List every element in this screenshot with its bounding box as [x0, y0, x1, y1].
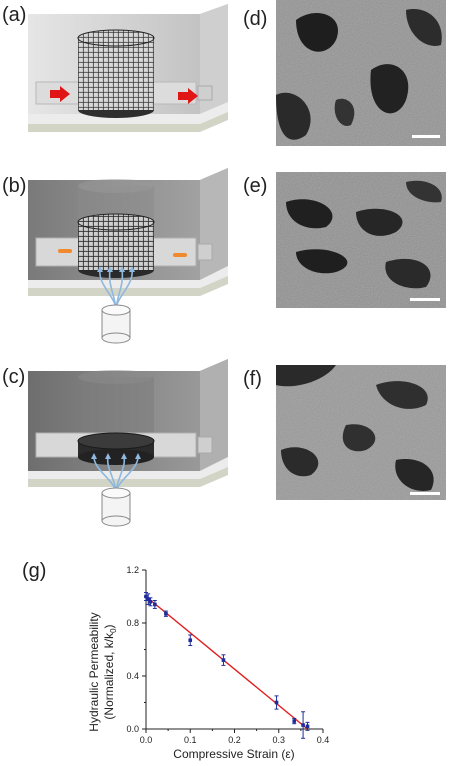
panel-label-f: (f) [243, 368, 262, 390]
panel-label-a: (a) [2, 4, 27, 26]
x-tick-label: 0.4 [317, 735, 330, 745]
data-point [305, 724, 310, 729]
sem-image-d [276, 0, 446, 146]
scale-bar [410, 298, 440, 301]
diagram-c-full-compression [28, 359, 228, 527]
y-axis-label-close: ) [102, 624, 116, 628]
scale-bar [410, 492, 440, 495]
x-axis-label: Compressive Strain (ε) [173, 747, 294, 761]
flow-arrow-in [50, 86, 70, 102]
flow-arrow-out [178, 88, 198, 104]
x-tick-label: 0.0 [140, 735, 153, 745]
fit-line [145, 595, 308, 730]
y-axis-label-line2-text: (Normalized, k/k [102, 632, 116, 720]
permeability-chart: 0.0 0.1 0.2 0.3 0.4 0.0 0.4 0.8 1.2 Hydraulic Pe… [87, 565, 329, 761]
data-point [144, 594, 148, 599]
scale-bar [412, 135, 440, 138]
data-point [188, 638, 193, 643]
y-axis-label-line1: Hydraulic Permeability [87, 612, 101, 731]
y-tick-label: 0.0 [126, 724, 139, 734]
y-tick-label: 1.2 [126, 565, 139, 575]
panel-label-c: (c) [2, 366, 26, 388]
data-point [146, 597, 151, 601]
sem-image-f [276, 365, 446, 500]
data-point [274, 700, 279, 705]
data-point [221, 658, 226, 662]
data-point [301, 723, 305, 727]
x-tick-label: 0.1 [184, 735, 197, 745]
data-point [164, 611, 168, 616]
data-point [153, 602, 157, 607]
panel-label-d: (d) [243, 8, 268, 30]
x-tick-label: 0.3 [272, 735, 285, 745]
x-tick-label: 0.2 [228, 735, 241, 745]
diagram-b-partial-compression [28, 168, 228, 344]
plot-area: 0.0 0.1 0.2 0.3 0.4 0.0 0.4 0.8 1.2 [126, 565, 329, 745]
panel-label-g: (g) [22, 560, 47, 582]
panel-label-e: (e) [243, 175, 268, 197]
y-tick-label: 0.8 [126, 618, 139, 628]
y-tick-label: 0.4 [126, 671, 139, 681]
sem-image-e [276, 172, 446, 308]
data-point [292, 719, 297, 723]
y-axis-label-subscript: 0 [109, 628, 118, 633]
diagram-a-chamber-mesh-cylinder [28, 4, 228, 132]
y-axis-label-line2: (Normalized, k/k0) [102, 624, 118, 719]
data-point [148, 600, 153, 604]
panel-label-b: (b) [2, 175, 27, 197]
